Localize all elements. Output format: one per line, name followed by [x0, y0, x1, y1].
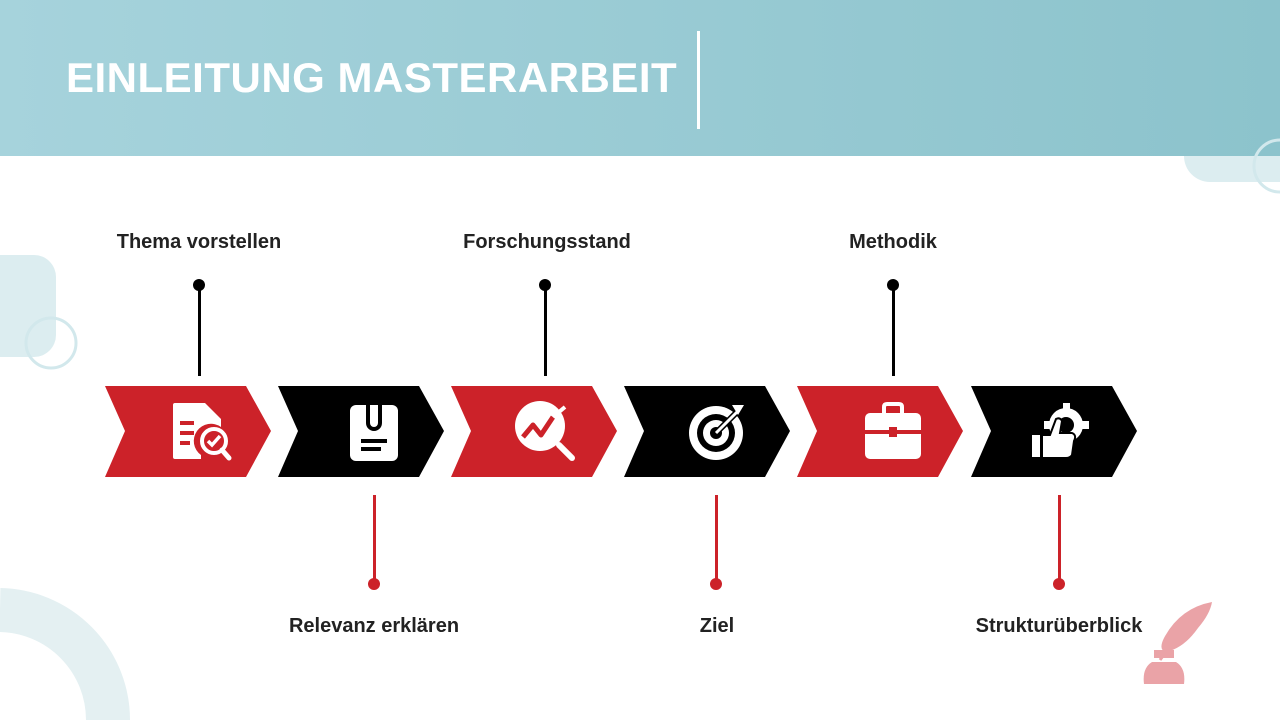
target-icon [689, 405, 744, 460]
page-title: EINLEITUNG MASTERARBEIT [66, 54, 678, 101]
document-check-icon [173, 403, 232, 461]
quill-inkwell-icon [1143, 602, 1212, 684]
step-label-5: Methodik [849, 231, 937, 253]
connector-line-5 [892, 285, 895, 376]
connector-line-2 [373, 495, 376, 584]
connector-dot-6 [1053, 578, 1065, 590]
connector-dot-2 [368, 578, 380, 590]
connector-line-1 [198, 285, 201, 376]
title-divider [697, 31, 700, 129]
step-label-6: Strukturüberblick [975, 615, 1143, 637]
briefcase-icon [865, 402, 921, 459]
connector-line-6 [1058, 495, 1061, 584]
step-label-3: Forschungsstand [463, 231, 631, 253]
step-label-1: Thema vorstellen [116, 231, 282, 253]
chart-search-icon [515, 401, 575, 461]
clipboard-icon [350, 397, 398, 461]
connector-line-3 [544, 285, 547, 376]
step-label-2: Relevanz erklären [288, 615, 460, 637]
connector-line-4 [715, 495, 718, 584]
header-bar: EINLEITUNG MASTERARBEIT [0, 0, 1280, 156]
thumbs-up-gear-icon [1032, 403, 1089, 459]
connector-dot-4 [710, 578, 722, 590]
step-label-4: Ziel [699, 615, 735, 637]
